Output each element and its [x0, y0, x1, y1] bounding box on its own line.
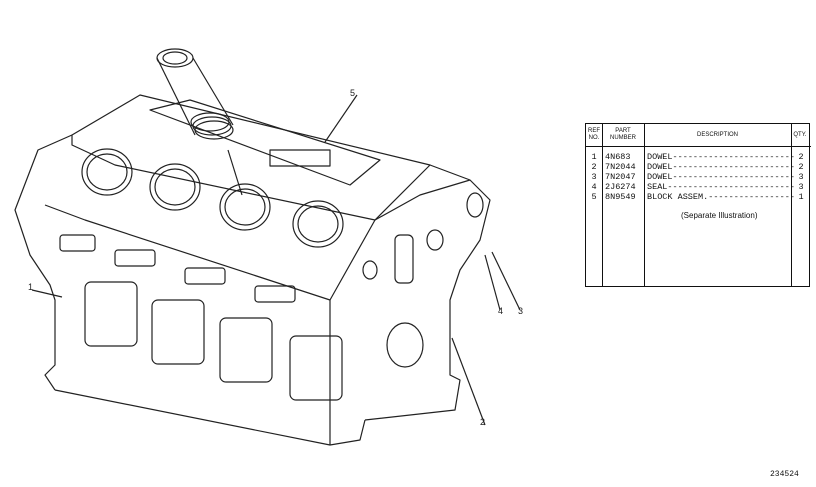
ref-cell: 1: [591, 152, 597, 162]
qty-cell: 2: [798, 152, 804, 162]
table-header: REF NO. PART NUMBER DESCRIPTION QTY.: [586, 124, 811, 147]
leader-dots: ----------------------------------------…: [672, 152, 795, 162]
description-cell: DOWEL-----------------------------------…: [647, 162, 795, 172]
description-cell: DOWEL-----------------------------------…: [647, 172, 795, 182]
callout-3: 3: [518, 306, 524, 316]
ref-cell: 2: [591, 162, 597, 172]
part-number-cell: 2J6274: [605, 182, 636, 192]
ref-cell: 4: [591, 182, 597, 192]
col-divider: [791, 124, 792, 286]
callout-1: 1: [28, 282, 34, 292]
leader-dots: ----------------------------------------…: [672, 162, 795, 172]
dowels: [31, 94, 521, 426]
illustration-number: 234524: [770, 470, 799, 479]
part-number-cell: 4N683: [605, 152, 631, 162]
header-ref: REF NO.: [588, 128, 600, 141]
col-divider: [644, 124, 645, 286]
block-end-face: [362, 164, 491, 421]
qty-cell: 1: [798, 192, 804, 202]
part-number-cell: 7N2047: [605, 172, 636, 182]
header-qty: QTY.: [793, 131, 807, 138]
table-row: 2 7N2044 DOWEL--------------------------…: [586, 162, 811, 172]
separate-illustration-note: (Separate Illustration): [681, 211, 758, 220]
description-cell: BLOCK ASSEM.----------------------------…: [647, 192, 795, 202]
leader-dots: ----------------------------------------…: [708, 192, 795, 202]
leader-dots: ----------------------------------------…: [672, 172, 795, 182]
header-description: DESCRIPTION: [696, 131, 738, 138]
table-row: 3 7N2047 DOWEL--------------------------…: [586, 172, 811, 182]
block-side-face: [14, 134, 376, 446]
table-row: 4 2J6274 SEAL---------------------------…: [586, 182, 811, 192]
callout-5: 5: [350, 88, 356, 98]
table-row: 1 4N683 DOWEL---------------------------…: [586, 152, 811, 162]
part-number-cell: 7N2044: [605, 162, 636, 172]
ref-cell: 5: [591, 192, 597, 202]
cylinder-liner: [156, 48, 243, 196]
qty-cell: 2: [798, 162, 804, 172]
table-row: 5 8N9549 BLOCK ASSEM.-------------------…: [586, 192, 811, 202]
callout-2: 2: [480, 417, 486, 427]
qty-cell: 3: [798, 182, 804, 192]
header-part-number: PART NUMBER: [609, 128, 636, 141]
description-cell: DOWEL-----------------------------------…: [647, 152, 795, 162]
col-divider: [602, 124, 603, 286]
description-cell: SEAL------------------------------------…: [647, 182, 795, 192]
parts-table: REF NO. PART NUMBER DESCRIPTION QTY. 1 4…: [585, 123, 811, 287]
part-number-cell: 8N9549: [605, 192, 636, 202]
block-top-deck: [71, 94, 431, 248]
ref-cell: 3: [591, 172, 597, 182]
qty-cell: 3: [798, 172, 804, 182]
callout-4: 4: [498, 306, 504, 316]
leader-dots: ----------------------------------------…: [667, 182, 795, 192]
